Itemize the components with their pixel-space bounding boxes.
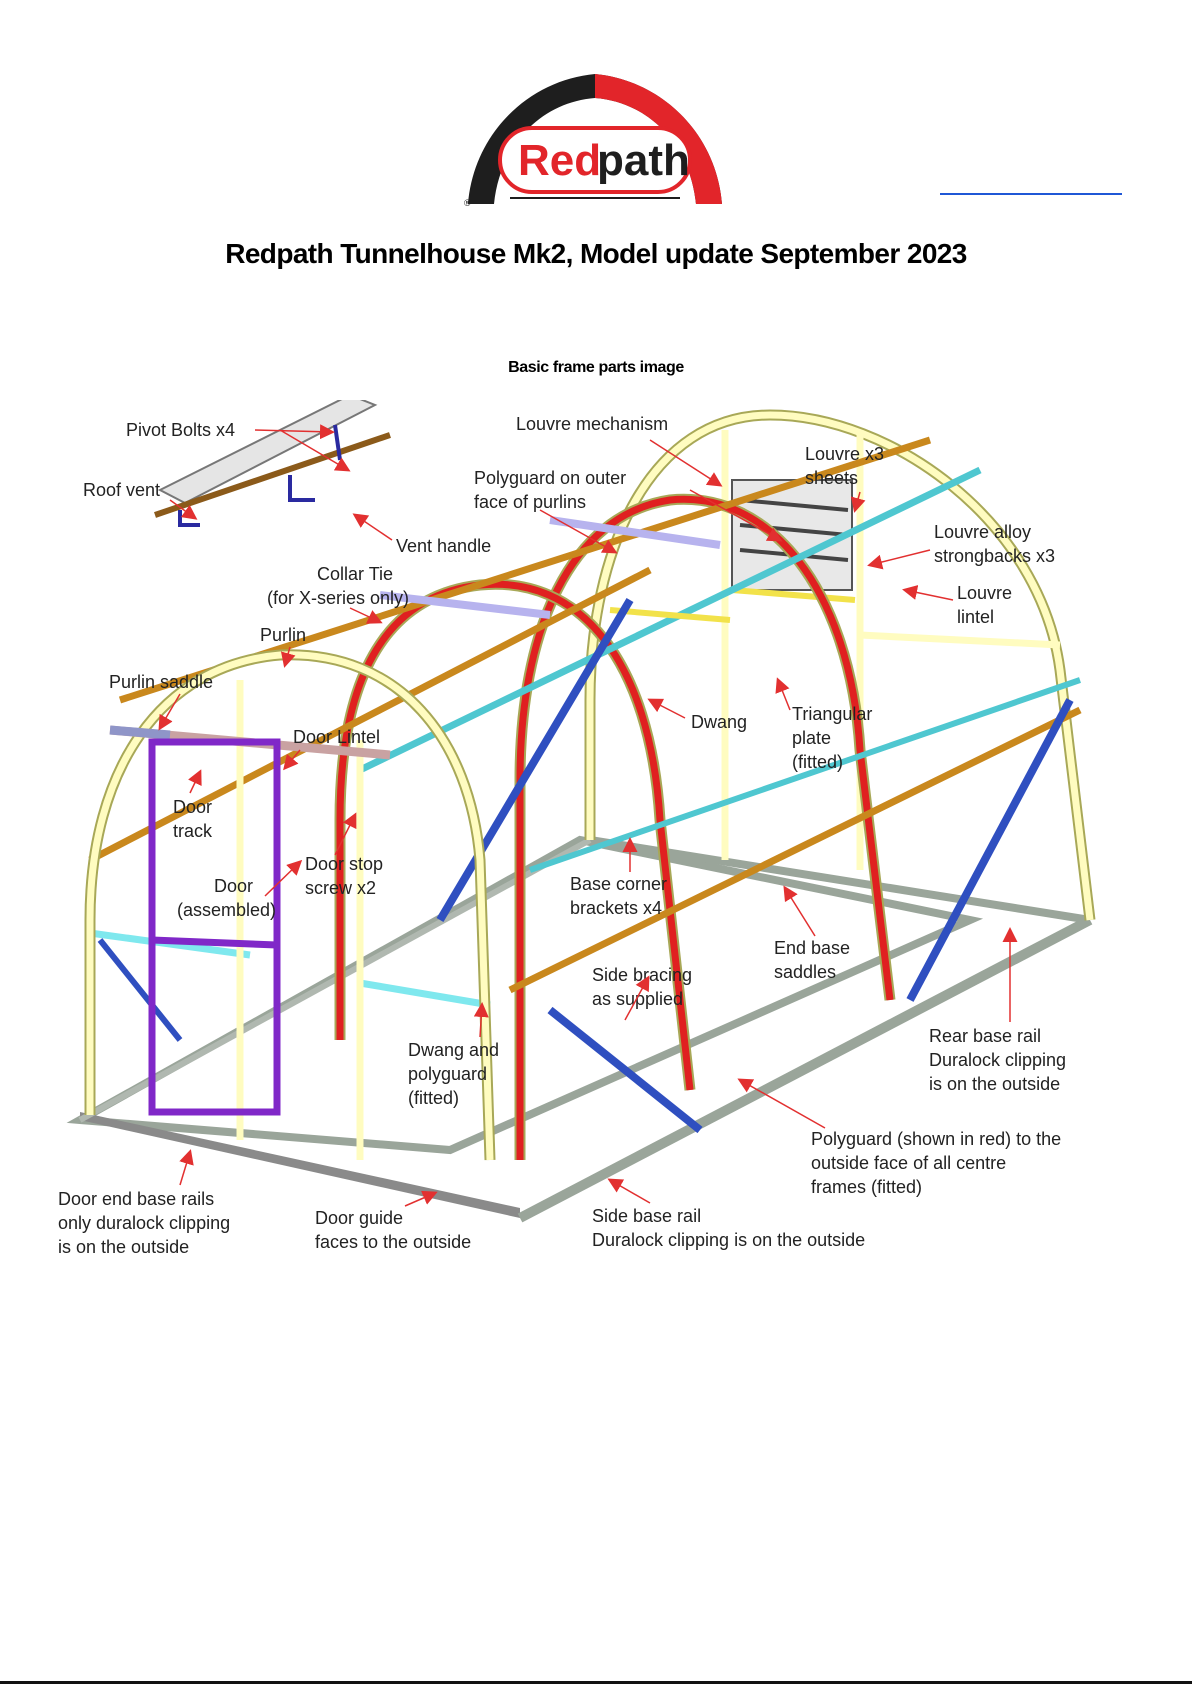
label-louvre-strongbacks-2: strongbacks x3: [934, 546, 1055, 566]
diagram-labels: Pivot Bolts x4 Roof vent Vent handle Lou…: [58, 414, 1066, 1257]
label-rear-base-2: Duralock clipping: [929, 1050, 1066, 1070]
label-rear-base-1: Rear base rail: [929, 1026, 1041, 1046]
door-track: [109, 725, 171, 740]
label-door-stop-2: screw x2: [305, 878, 376, 898]
side-bracing: [547, 1006, 703, 1134]
dwang-polyguard: [359, 979, 491, 1009]
door-assembled: [148, 738, 281, 1116]
label-louvre-sheets-2: sheets: [805, 468, 858, 488]
bracing: [97, 597, 1074, 1134]
label-door-track-1: Door: [173, 797, 212, 817]
dwang-upper: [358, 466, 982, 774]
figure-caption: Basic frame parts image: [508, 359, 684, 376]
label-purlin: Purlin: [260, 625, 306, 645]
label-door-guide-2: faces to the outside: [315, 1232, 471, 1252]
label-side-bracing-2: as supplied: [592, 989, 683, 1009]
label-louvre-strongbacks-1: Louvre alloy: [934, 522, 1031, 542]
label-polyguard-red-3: frames (fitted): [811, 1177, 922, 1197]
label-polyguard-red-1: Polyguard (shown in red) to the: [811, 1129, 1061, 1149]
label-door-track-2: track: [173, 821, 213, 841]
label-purlin-saddle: Purlin saddle: [109, 672, 213, 692]
label-door-assembled-2: (assembled): [177, 900, 276, 920]
header-link-underline[interactable]: [940, 193, 1122, 195]
label-end-base-2: saddles: [774, 962, 836, 982]
label-side-bracing-1: Side bracing: [592, 965, 692, 985]
label-side-base-1: Side base rail: [592, 1206, 701, 1226]
leader-arrows: [158, 424, 1018, 1207]
side-base-rail: [517, 915, 1093, 1223]
footer-rule: [0, 1681, 1192, 1684]
label-side-base-2: Duralock clipping is on the outside: [592, 1230, 865, 1250]
label-roof-vent: Roof vent: [83, 480, 160, 500]
label-door-assembled-1: Door: [214, 876, 253, 896]
roof-vent-inset: [154, 400, 391, 527]
louvre-lintel: [731, 587, 856, 603]
label-polyguard-purlins-1: Polyguard on outer: [474, 468, 626, 488]
label-collar-tie-1: Collar Tie: [317, 564, 393, 584]
label-triangular-plate-2: plate: [792, 728, 831, 748]
label-louvre-lintel-1: Louvre: [957, 583, 1012, 603]
page-title: Redpath Tunnelhouse Mk2, Model update Se…: [225, 238, 967, 269]
logo-wordmark-dark: path: [597, 136, 690, 185]
label-triangular-plate-3: (fitted): [792, 752, 843, 772]
label-polyguard-red-2: outside face of all centre: [811, 1153, 1006, 1173]
label-triangular-plate-1: Triangular: [792, 704, 872, 724]
tunnelhouse-frame-diagram: Pivot Bolts x4 Roof vent Vent handle Lou…: [58, 400, 1096, 1257]
label-base-corner-1: Base corner: [570, 874, 667, 894]
registered-mark: ®: [464, 198, 471, 207]
door-end-frame: [84, 649, 496, 1161]
dwang: [609, 607, 731, 623]
rear-base-rail: [589, 836, 1091, 924]
label-door-end-rails-1: Door end base rails: [58, 1189, 214, 1209]
label-door-lintel: Door Lintel: [293, 727, 380, 747]
label-dwang-polyguard-1: Dwang and: [408, 1040, 499, 1060]
label-door-stop-1: Door stop: [305, 854, 383, 874]
label-polyguard-purlins-2: face of purlins: [474, 492, 586, 512]
label-door-guide-1: Door guide: [315, 1208, 403, 1228]
label-base-corner-2: brackets x4: [570, 898, 662, 918]
label-louvre-lintel-2: lintel: [957, 607, 994, 627]
label-louvre-sheets-1: Louvre x3: [805, 444, 884, 464]
redpath-logo: Red path ®: [464, 74, 722, 207]
label-dwang-polyguard-3: (fitted): [408, 1088, 459, 1108]
label-rear-base-3: is on the outside: [929, 1074, 1060, 1094]
label-dwang: Dwang: [691, 712, 747, 732]
collar-tie: [379, 591, 551, 619]
label-vent-handle: Vent handle: [396, 536, 491, 556]
label-door-end-rails-2: only duralock clipping: [58, 1213, 230, 1233]
label-collar-tie-2: (for X-series only): [267, 588, 409, 608]
logo-wordmark-red: Red: [518, 136, 601, 185]
label-door-end-rails-3: is on the outside: [58, 1237, 189, 1257]
label-dwang-polyguard-2: polyguard: [408, 1064, 487, 1084]
polyguard-hoop-1: [516, 495, 894, 1160]
label-pivot-bolts: Pivot Bolts x4: [126, 420, 235, 440]
label-louvre-mechanism: Louvre mechanism: [516, 414, 668, 434]
label-end-base-1: End base: [774, 938, 850, 958]
